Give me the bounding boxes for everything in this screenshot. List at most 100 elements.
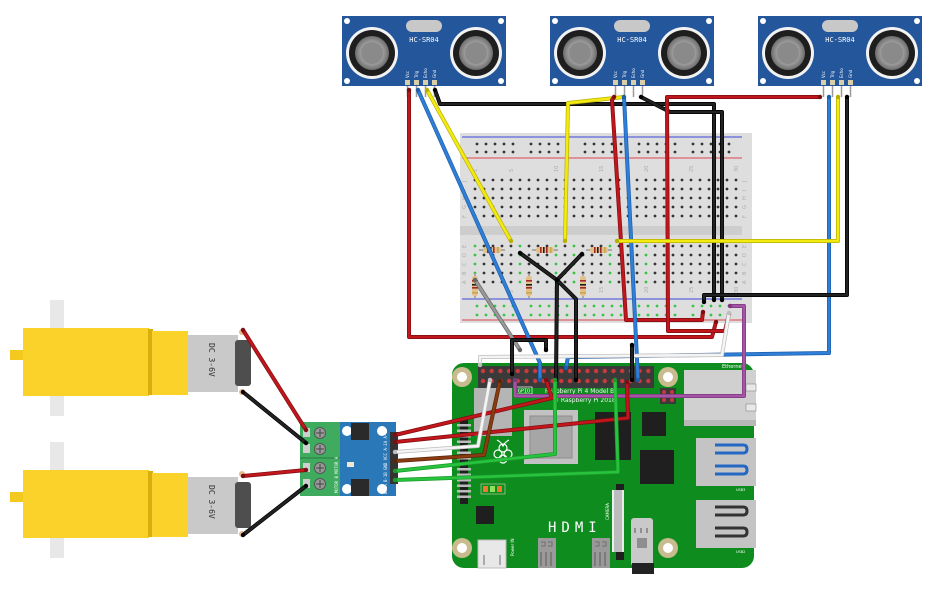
wire-yellow[interactable]: [424, 87, 514, 244]
wire-purple[interactable]: [512, 303, 746, 398]
wire-core[interactable]: [241, 390, 308, 445]
gpio-pin[interactable]: [550, 368, 555, 374]
gpio-pin[interactable]: [593, 368, 599, 374]
gpio-pin[interactable]: [515, 368, 520, 374]
wire-core[interactable]: [610, 95, 705, 322]
pin-label-echo: Echo: [631, 68, 636, 78]
gpio-pin[interactable]: [533, 378, 538, 384]
wire-core[interactable]: [241, 484, 308, 537]
gpio-pin[interactable]: [506, 378, 512, 384]
wire-white[interactable]: [477, 310, 732, 368]
rail-hole: [601, 142, 605, 146]
hole: [473, 244, 477, 248]
gpio-header[interactable]: [478, 366, 654, 388]
wire-black[interactable]: [629, 342, 635, 383]
wire-end: [701, 299, 707, 305]
wire-red[interactable]: [240, 467, 309, 479]
wire-red[interactable]: [240, 327, 309, 433]
wire-red[interactable]: [610, 94, 706, 322]
wire-core[interactable]: [425, 88, 513, 243]
gpio-pin[interactable]: [646, 368, 651, 374]
wire-green[interactable]: [392, 377, 558, 474]
gpio-pin[interactable]: [620, 368, 625, 374]
wire-green[interactable]: [392, 377, 620, 483]
gpio-pin[interactable]: [480, 368, 486, 374]
av-jack[interactable]: [631, 518, 654, 574]
wire-core[interactable]: [241, 328, 308, 432]
wire-core[interactable]: [639, 95, 724, 302]
wire-blue[interactable]: [621, 94, 641, 383]
wire-black[interactable]: [240, 389, 309, 446]
wire-core[interactable]: [416, 88, 542, 382]
gpio-pin[interactable]: [585, 368, 590, 374]
gpio-pin[interactable]: [489, 368, 494, 374]
gpio-pin[interactable]: [533, 368, 538, 374]
hole: [536, 214, 540, 218]
wire-yellow[interactable]: [614, 94, 841, 244]
wire-core[interactable]: [393, 378, 620, 482]
gpio-pin[interactable]: [646, 378, 651, 384]
row-label: C: [462, 262, 468, 266]
usb3-port[interactable]: [696, 438, 756, 486]
hole: [581, 205, 585, 209]
hdmi1-port[interactable]: [592, 538, 610, 568]
wire-core[interactable]: [393, 378, 557, 473]
gpio-pin[interactable]: [602, 368, 607, 374]
gpio-pin[interactable]: [524, 378, 529, 384]
gpio-pin[interactable]: [480, 378, 486, 384]
gpio-pin[interactable]: [559, 368, 564, 374]
gpio-pin[interactable]: [593, 378, 599, 384]
wire-core[interactable]: [510, 338, 548, 376]
wire-core[interactable]: [393, 380, 630, 444]
wire-core[interactable]: [393, 378, 554, 437]
wire-blue[interactable]: [415, 87, 543, 383]
wire-white[interactable]: [392, 377, 493, 455]
gpio-pin[interactable]: [567, 368, 573, 374]
wire-end: [487, 377, 493, 383]
hdmi0-port[interactable]: [538, 538, 556, 568]
rail-hole: [610, 304, 614, 308]
wire-core[interactable]: [513, 304, 746, 398]
wire-end: [835, 94, 841, 100]
gpio-pin[interactable]: [524, 368, 529, 374]
wire-brown[interactable]: [392, 378, 503, 464]
wire-red[interactable]: [392, 379, 630, 445]
gpio-pin[interactable]: [498, 368, 503, 374]
wire-core[interactable]: [615, 95, 840, 243]
gpio-pin[interactable]: [559, 378, 564, 384]
wire-end: [543, 377, 549, 383]
hole: [518, 214, 522, 218]
wire-red[interactable]: [392, 377, 554, 438]
wire-end: [392, 458, 398, 464]
rail-hole: [502, 150, 506, 154]
gpio-pin[interactable]: [620, 378, 625, 384]
gpio-pin[interactable]: [585, 378, 590, 384]
wire-core[interactable]: [555, 278, 578, 382]
wire-black[interactable]: [554, 277, 579, 383]
wire-black[interactable]: [701, 94, 850, 305]
gpio-pin[interactable]: [611, 368, 616, 374]
power-port[interactable]: [477, 539, 507, 569]
column-label: 10: [554, 166, 560, 172]
wire-black[interactable]: [638, 94, 725, 303]
wire-core[interactable]: [702, 95, 849, 304]
wire-black[interactable]: [240, 483, 309, 538]
wire-core[interactable]: [478, 311, 731, 367]
hole: [707, 196, 711, 200]
pin-pad: [613, 80, 618, 85]
wire-core[interactable]: [563, 95, 626, 243]
wire-black[interactable]: [509, 338, 549, 377]
wire-core[interactable]: [241, 468, 308, 478]
gpio-pin[interactable]: [602, 378, 607, 384]
hole: [554, 244, 558, 248]
wire-core[interactable]: [622, 95, 640, 382]
column-label: 30: [734, 166, 740, 172]
usb2-port[interactable]: [696, 500, 756, 548]
wire-core[interactable]: [393, 378, 492, 454]
wire-core[interactable]: [393, 379, 502, 463]
wire-core[interactable]: [555, 252, 584, 282]
crystal: [406, 20, 442, 32]
hole: [653, 205, 657, 209]
gpio-pin[interactable]: [541, 368, 547, 374]
gpio-pin[interactable]: [567, 378, 573, 384]
